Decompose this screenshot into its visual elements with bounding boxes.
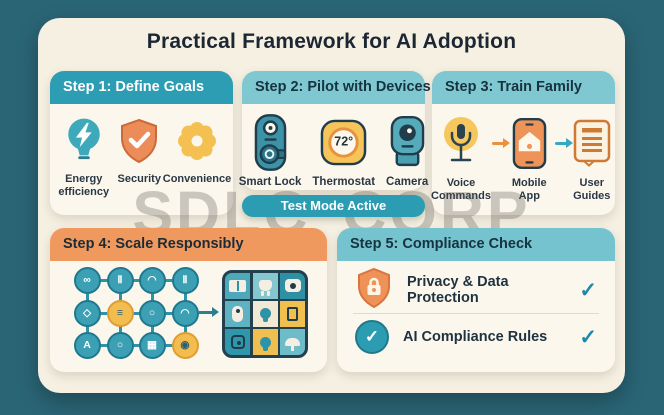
device-tile bbox=[225, 301, 250, 327]
compliance-row: ✓ AI Compliance Rules ✓ bbox=[337, 314, 615, 360]
network-node-ring-icon: ○ bbox=[106, 331, 134, 359]
network-node-pause-icon: Ⅱ bbox=[106, 266, 134, 294]
device-tile bbox=[280, 273, 305, 299]
network-line bbox=[87, 278, 185, 282]
device-tile bbox=[252, 301, 278, 327]
step5-header: Step 5: Compliance Check bbox=[337, 228, 615, 261]
camera-device: Camera bbox=[386, 111, 428, 190]
step1-header: Step 1: Define Goals bbox=[50, 71, 233, 104]
voice-commands-label: Voice Commands bbox=[431, 177, 491, 202]
arrow-right-icon bbox=[554, 138, 573, 148]
shield-lock-icon bbox=[355, 267, 393, 314]
page-title: Practical Framework for AI Adoption bbox=[146, 30, 517, 53]
device-tile bbox=[280, 329, 305, 355]
privacy-row: Privacy & Data Protection ✓ bbox=[337, 267, 615, 313]
arrow-right-icon bbox=[492, 138, 511, 148]
step2-header: Step 2: Pilot with Devices bbox=[242, 71, 431, 104]
device-grid bbox=[222, 270, 308, 358]
test-mode-badge: Test Mode Active bbox=[242, 195, 425, 217]
voice-commands-item: Voice Commands bbox=[431, 114, 491, 203]
step2-devices: Smart Lock 72° Thermostat bbox=[238, 104, 428, 190]
checkmark-icon: ✓ bbox=[579, 325, 597, 349]
network-node-plug-icon: ◠ bbox=[138, 266, 166, 294]
circle-check-icon: ✓ bbox=[355, 320, 389, 354]
camera-icon bbox=[284, 279, 301, 293]
camera-icon bbox=[389, 111, 426, 173]
bulb-icon bbox=[259, 308, 271, 323]
step1-items: Energy efficiency Security bbox=[50, 104, 233, 199]
network-node-pause-icon: Ⅱ bbox=[171, 266, 199, 294]
camera-label: Camera bbox=[386, 176, 429, 188]
network-node-location-pin-icon: ◉ bbox=[171, 331, 199, 359]
step4-header: Step 4: Scale Responsibly bbox=[50, 228, 327, 261]
network-node-settings-icon: ≡ bbox=[106, 299, 134, 327]
shield-check-icon bbox=[117, 114, 161, 168]
doorbell-icon bbox=[232, 305, 243, 322]
network-node-plug-icon: ◠ bbox=[171, 299, 199, 327]
step3-card: Step 3: Train Family Voice Commands bbox=[431, 71, 615, 215]
step5-card: Step 5: Compliance Check Privacy & Data … bbox=[337, 228, 615, 372]
window-icon bbox=[229, 279, 246, 292]
goal-security-item: Security bbox=[112, 114, 168, 186]
goal-convenience-item: Convenience bbox=[163, 114, 231, 186]
device-tile bbox=[225, 329, 250, 355]
panel-icon bbox=[287, 306, 298, 321]
compliance-label: AI Compliance Rules bbox=[403, 329, 548, 345]
lamp-icon bbox=[285, 338, 300, 352]
bulb-icon bbox=[259, 336, 271, 351]
step2-card: Step 2: Pilot with Devices bbox=[238, 71, 431, 190]
user-guides-item: User Guides bbox=[569, 114, 615, 203]
device-tile bbox=[252, 329, 278, 355]
smart-lock-icon bbox=[254, 111, 287, 173]
socket-icon bbox=[230, 335, 245, 350]
privacy-label: Privacy & Data Protection bbox=[407, 274, 509, 306]
thermostat-icon: 72° bbox=[320, 111, 367, 173]
goal-energy-label: Energy efficiency bbox=[58, 173, 110, 198]
mobile-app-label: Mobile App bbox=[511, 177, 547, 202]
divider bbox=[353, 313, 599, 314]
thermostat-device: 72° Thermostat bbox=[312, 111, 375, 190]
step3-items: Voice Commands Mobile App bbox=[431, 104, 615, 203]
lightbulb-bolt-icon bbox=[63, 114, 105, 168]
step3-header: Step 3: Train Family bbox=[432, 71, 615, 104]
thermostat-label: Thermostat bbox=[312, 176, 376, 188]
plug-icon bbox=[258, 280, 272, 297]
voice-mic-icon bbox=[438, 114, 484, 172]
user-guide-icon bbox=[572, 114, 612, 172]
goal-convenience-label: Convenience bbox=[162, 173, 232, 185]
smart-lock-device: Smart Lock bbox=[238, 111, 302, 190]
thermostat-reading: 72° bbox=[334, 134, 354, 149]
device-tile bbox=[280, 301, 305, 327]
step1-card: Step 1: Define Goals Energy efficiency bbox=[50, 71, 233, 215]
network-node-lock-icon: A bbox=[73, 331, 101, 359]
device-tile bbox=[252, 273, 278, 299]
network-node-camera-icon: ▦ bbox=[138, 331, 166, 359]
network-node-ring-icon: ○ bbox=[138, 299, 166, 327]
smart-lock-label: Smart Lock bbox=[238, 176, 302, 188]
mobile-app-icon bbox=[512, 114, 547, 172]
mobile-app-item: Mobile App bbox=[506, 114, 552, 203]
flower-icon bbox=[174, 114, 220, 168]
network-line bbox=[87, 343, 185, 347]
goal-security-label: Security bbox=[117, 173, 161, 185]
framework-board: Practical Framework for AI Adoption Step… bbox=[38, 18, 625, 393]
network-node-link-icon: ∞ bbox=[73, 266, 101, 294]
checkmark-icon: ✓ bbox=[579, 278, 597, 302]
network-node-shield-icon: ◇ bbox=[73, 299, 101, 327]
network-line bbox=[87, 311, 185, 315]
arrow-right-icon bbox=[199, 307, 219, 317]
user-guides-label: User Guides bbox=[573, 177, 611, 202]
device-tile bbox=[225, 273, 250, 299]
goal-energy-item: Energy efficiency bbox=[56, 114, 112, 199]
step4-card: Step 4: Scale Responsibly ∞Ⅱ◠Ⅱ◇≡○◠A○▦◉ bbox=[50, 228, 327, 372]
